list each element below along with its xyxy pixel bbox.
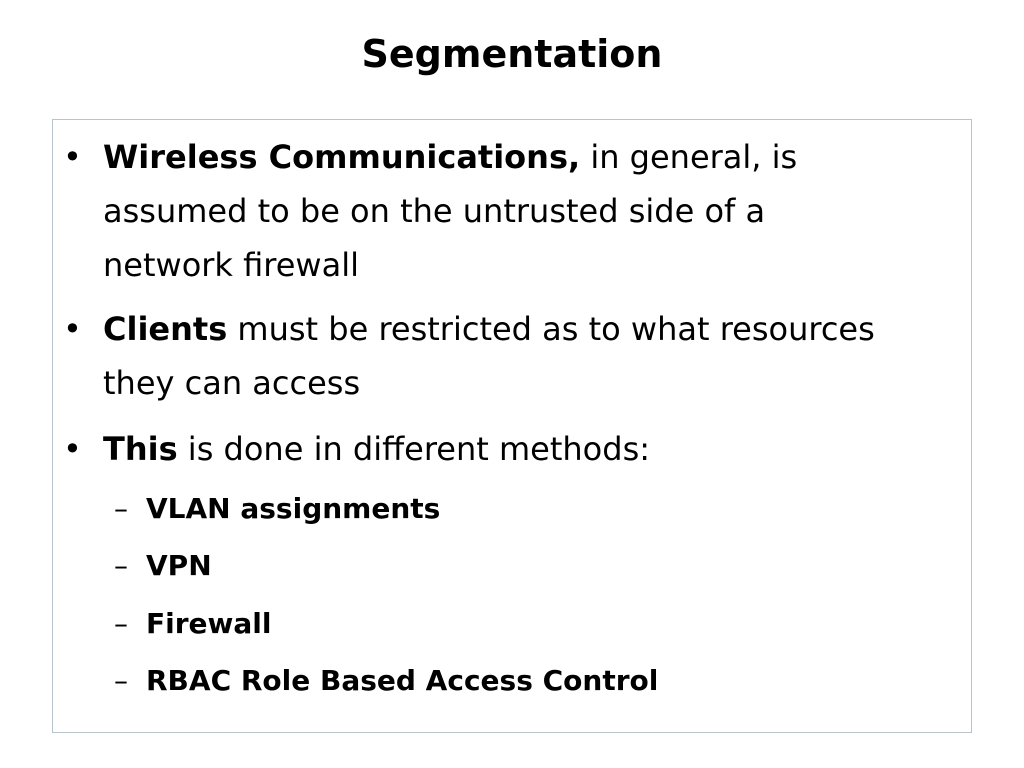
slide-title: Segmentation	[361, 32, 663, 76]
sub-item-text: VLAN assignments	[146, 492, 441, 525]
bullet-item-clients: • Clients must be restricted as to what …	[63, 302, 883, 410]
sub-item-text: Firewall	[146, 607, 272, 640]
bullet-bold-text: Wireless Communications,	[103, 138, 581, 176]
bullet-marker: •	[63, 138, 82, 176]
bullet-bold-text: This	[103, 430, 178, 468]
sub-item-text: VPN	[146, 549, 212, 582]
bullet-marker: •	[63, 310, 82, 348]
bullet-bold-text: Clients	[103, 310, 228, 348]
sub-item-vlan: – VLAN assignments	[114, 489, 906, 529]
dash-marker: –	[114, 664, 128, 697]
bullet-marker: •	[63, 430, 82, 468]
dash-marker: –	[114, 492, 128, 525]
bullet-item-methods: • This is done in different methods:	[63, 422, 883, 476]
dash-marker: –	[114, 549, 128, 582]
sub-item-vpn: – VPN	[114, 546, 906, 586]
bullet-text: in general, is assumed to be on the untr…	[103, 138, 798, 284]
sub-item-rbac: – RBAC Role Based Access Control	[114, 661, 906, 701]
sub-item-text: RBAC Role Based Access Control	[146, 664, 659, 697]
dash-marker: –	[114, 607, 128, 640]
content-box: • Wireless Communications, in general, i…	[52, 119, 972, 733]
sub-item-firewall: – Firewall	[114, 604, 906, 644]
bullet-text: must be restricted as to what resources …	[103, 310, 875, 402]
bullet-item-wireless: • Wireless Communications, in general, i…	[63, 130, 883, 292]
bullet-text: is done in different methods:	[177, 430, 651, 468]
